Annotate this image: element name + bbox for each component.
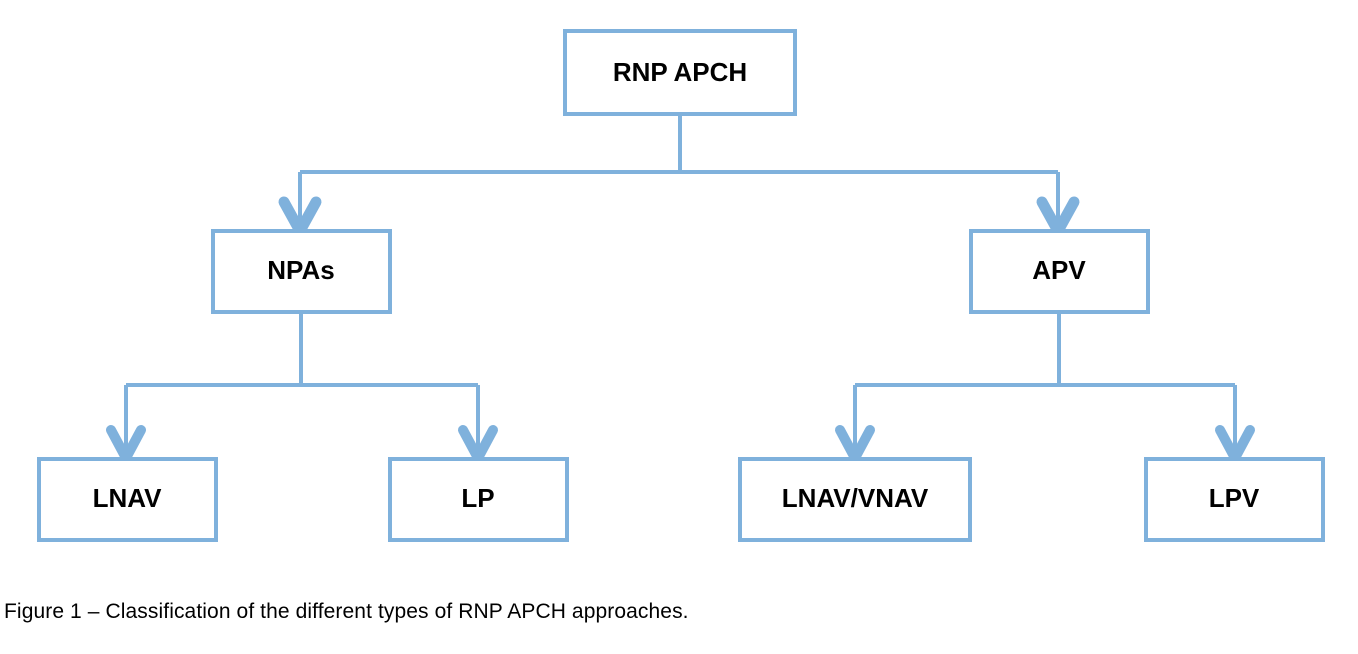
node-rnp-apch[interactable]: RNP APCH xyxy=(563,29,797,116)
connector-group xyxy=(124,114,1237,458)
node-lp-box[interactable] xyxy=(388,457,569,542)
node-apv[interactable]: APV xyxy=(969,229,1150,314)
node-lp[interactable]: LP xyxy=(388,457,569,542)
node-apv-box[interactable] xyxy=(969,229,1150,314)
node-npas[interactable]: NPAs xyxy=(211,229,392,314)
node-lnav[interactable]: LNAV xyxy=(37,457,218,542)
node-lnav-vnav-label: LNAV/VNAV xyxy=(782,483,929,513)
node-lpv-box[interactable] xyxy=(1144,457,1325,542)
node-lp-label: LP xyxy=(461,483,494,513)
classification-tree-diagram: RNP APCH NPAs APV LNAV LP LNAV/VNAV xyxy=(37,29,1325,542)
node-npas-box[interactable] xyxy=(211,229,392,314)
node-npas-label: NPAs xyxy=(267,255,334,285)
node-rnp-apch-box[interactable] xyxy=(563,29,797,116)
node-apv-label: APV xyxy=(1032,255,1086,285)
node-lnav-vnav-box[interactable] xyxy=(738,457,972,542)
node-lnav-box[interactable] xyxy=(37,457,218,542)
node-lpv-label: LPV xyxy=(1209,483,1260,513)
node-rnp-apch-label: RNP APCH xyxy=(613,57,747,87)
node-lnav-vnav[interactable]: LNAV/VNAV xyxy=(738,457,972,542)
node-lpv[interactable]: LPV xyxy=(1144,457,1325,542)
figure-caption: Figure 1 – Classification of the differe… xyxy=(4,600,689,623)
node-lnav-label: LNAV xyxy=(93,483,163,513)
